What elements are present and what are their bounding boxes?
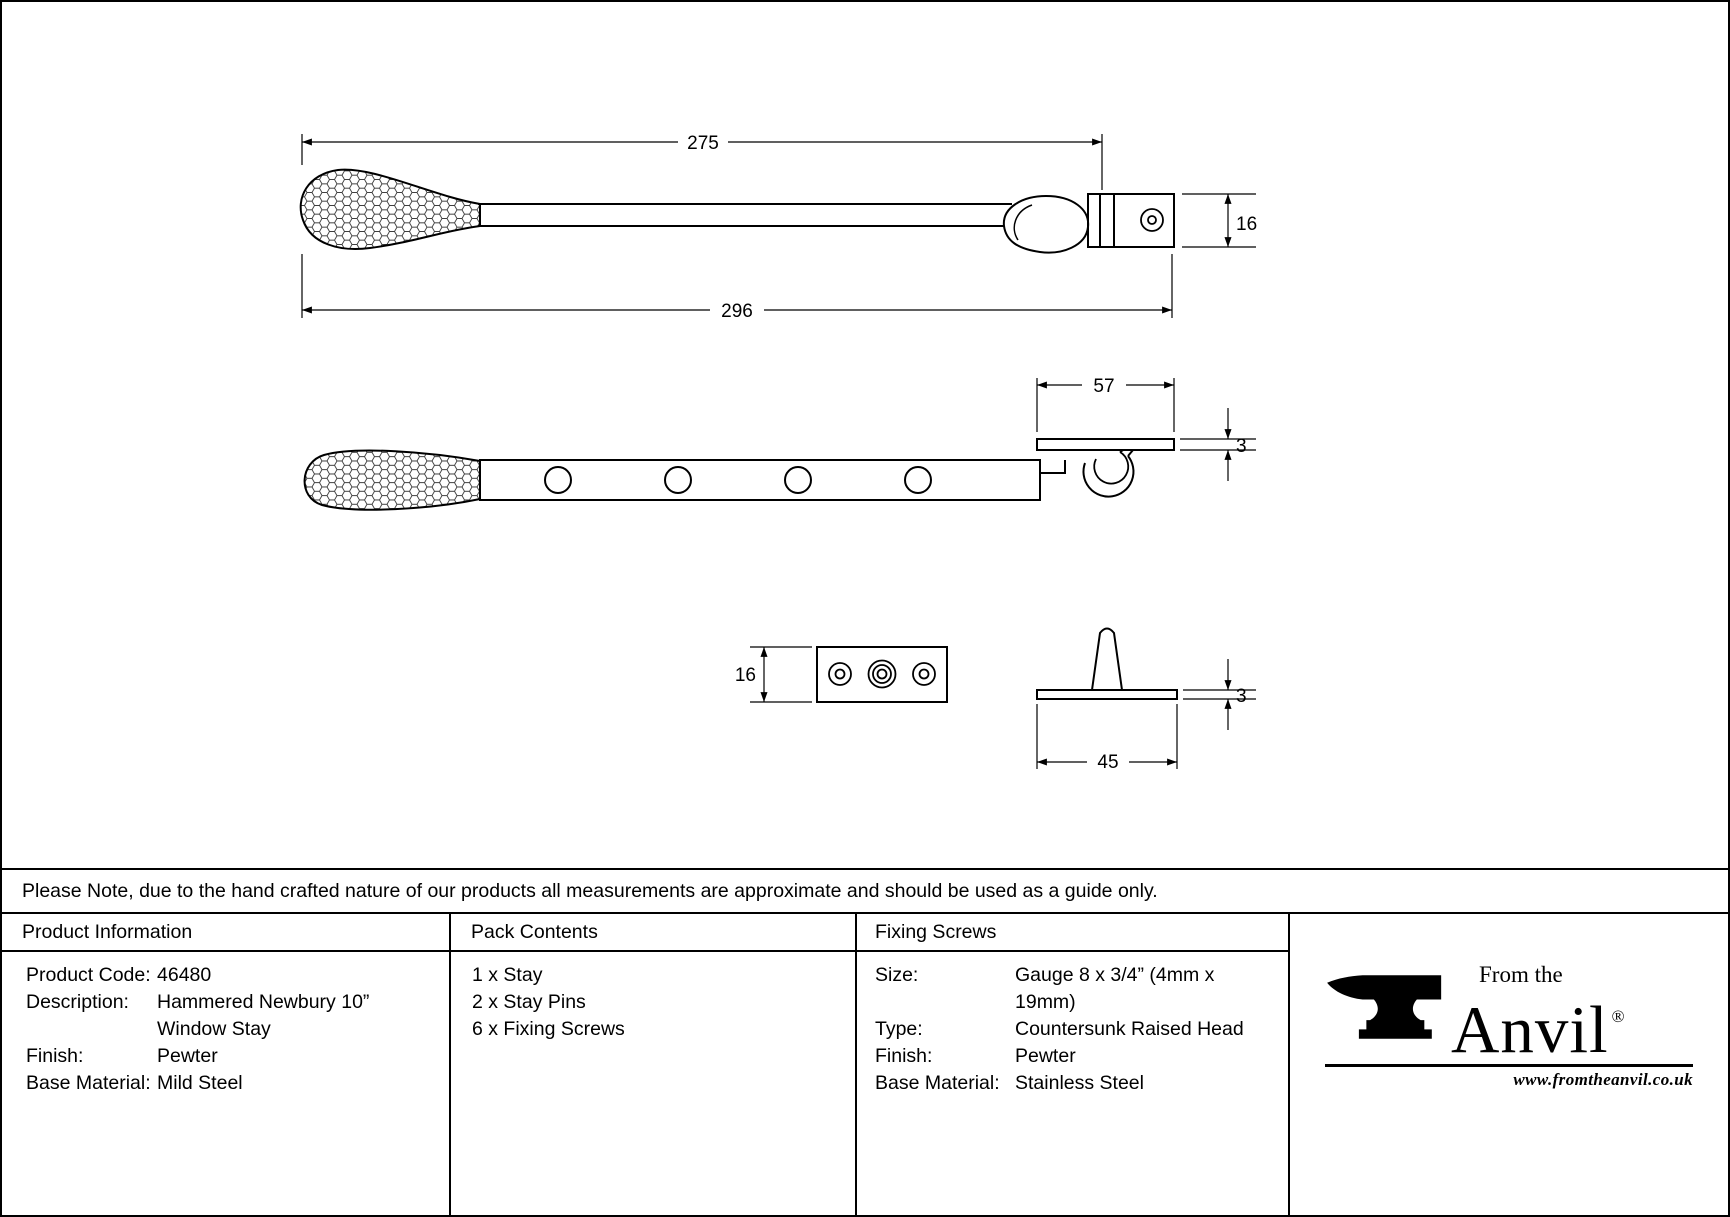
dim-16-pin-plate: 16 [735, 646, 812, 703]
logo-text: From the Anvil® [1451, 962, 1626, 1064]
finish-value: Pewter [157, 1045, 218, 1067]
base-material-label: Base Material: [26, 1072, 151, 1094]
pin-cone [1090, 627, 1124, 691]
dim-275-label: 275 [687, 133, 719, 154]
logo-divider [1325, 1064, 1693, 1067]
logo-from-the: From the [1479, 962, 1563, 987]
pin-plate-dimensions: 16 [735, 646, 812, 703]
dim-3-pin-base-label: 3 [1236, 686, 1247, 707]
dim-57-label: 57 [1093, 376, 1114, 397]
stay-pin-plate-view [816, 646, 948, 703]
screw-finish-label: Finish: [875, 1045, 933, 1067]
plan-view-dimensions: 57 3 [1036, 374, 1256, 481]
dim-45: 45 [1036, 704, 1178, 773]
dim-3-plate-label: 3 [1236, 436, 1247, 457]
stay-pin-hole [904, 466, 932, 494]
fixing-screws-body: Size: Gauge 8 x 3/4” (4mm x 19mm) Type: … [857, 952, 1288, 1097]
screw-type-label: Type: [875, 1018, 923, 1040]
pin-base-plate [1036, 689, 1178, 700]
dim-275: 275 [301, 130, 1103, 190]
dim-3-plate: 3 [1180, 408, 1256, 481]
measurement-note: Please Note, due to the hand crafted nat… [22, 879, 1158, 902]
registered-trademark-symbol: ® [1611, 1007, 1626, 1026]
pack-contents-column: Pack Contents 1 x Stay 2 x Stay Pins 6 x… [451, 914, 857, 1215]
pin-plate [816, 646, 948, 703]
pivot-bracket [1087, 193, 1175, 248]
pin-side-dimensions: 3 45 [1036, 659, 1256, 773]
pivot-mounting-plate [1036, 438, 1175, 451]
stay-pin-hole [544, 466, 572, 494]
dim-296-label: 296 [721, 301, 753, 322]
info-table: Product Information Product Code: 46480 … [2, 912, 1728, 1215]
pack-contents-list: 1 x Stay 2 x Stay Pins 6 x Fixing Screws [451, 952, 855, 1043]
dim-57: 57 [1036, 374, 1175, 432]
pivot-knuckle [1082, 455, 1135, 498]
stay-plan-view [303, 438, 1175, 511]
stay-pin-hole [664, 466, 692, 494]
stay-pin-side-view [1036, 627, 1178, 700]
anvil-icon [1327, 975, 1442, 1039]
product-code-label: Product Code: [26, 964, 151, 986]
logo-anvil-wordmark: Anvil [1451, 993, 1609, 1067]
screw-type-value: Countersunk Raised Head [1015, 1018, 1244, 1040]
fixing-screws-column: Fixing Screws Size: Gauge 8 x 3/4” (4mm … [857, 914, 1290, 1215]
pack-contents-header: Pack Contents [451, 914, 855, 952]
note-row: Please Note, due to the hand crafted nat… [2, 868, 1728, 912]
stay-arm-spoon-end [1002, 194, 1090, 254]
pack-item: 1 x Stay [472, 964, 543, 986]
stay-side-view [299, 168, 1175, 254]
technical-drawing: 275 296 16 [299, 130, 1257, 773]
product-information-header: Product Information [2, 914, 449, 952]
product-code-value: 46480 [157, 964, 212, 986]
screw-base-material-label: Base Material: [875, 1072, 1000, 1094]
stay-bar [479, 459, 1041, 501]
dim-3-pin-base: 3 [1183, 659, 1256, 730]
pack-item: 6 x Fixing Screws [472, 1018, 625, 1040]
dim-16-pin-plate-label: 16 [735, 665, 756, 686]
screw-finish-value: Pewter [1015, 1045, 1076, 1067]
base-material-value: Mild Steel [157, 1072, 243, 1094]
product-information-column: Product Information Product Code: 46480 … [2, 914, 451, 1215]
dim-16-bracket: 16 [1182, 193, 1257, 248]
screw-size-label: Size: [875, 964, 919, 986]
pin-top [867, 659, 897, 689]
hammered-handle-plan [303, 449, 481, 511]
dim-296: 296 [301, 254, 1173, 322]
finish-label: Finish: [26, 1045, 84, 1067]
fixing-screws-header: Fixing Screws [857, 914, 1288, 952]
pack-item: 2 x Stay Pins [472, 991, 586, 1013]
product-information-body: Product Code: 46480 Description: Hammere… [2, 952, 449, 1097]
bracket-screw-hole [1140, 208, 1164, 232]
brand-logo-cell: From the Anvil® www.fromtheanvil.co.uk [1290, 914, 1728, 1215]
description-value: Hammered Newbury 10” Window Stay [157, 991, 370, 1040]
dim-16-bracket-label: 16 [1236, 214, 1257, 235]
side-view-dimensions: 275 296 16 [301, 130, 1257, 322]
brand-logo: From the Anvil® www.fromtheanvil.co.uk [1325, 962, 1693, 1090]
screw-base-material-value: Stainless Steel [1015, 1072, 1144, 1094]
stay-pin-hole [784, 466, 812, 494]
screw-size-value: Gauge 8 x 3/4” (4mm x 19mm) [1015, 964, 1215, 1013]
hammered-handle-side [299, 168, 481, 250]
description-label: Description: [26, 991, 129, 1013]
dim-45-label: 45 [1097, 752, 1118, 773]
logo-website: www.fromtheanvil.co.uk [1513, 1070, 1693, 1089]
